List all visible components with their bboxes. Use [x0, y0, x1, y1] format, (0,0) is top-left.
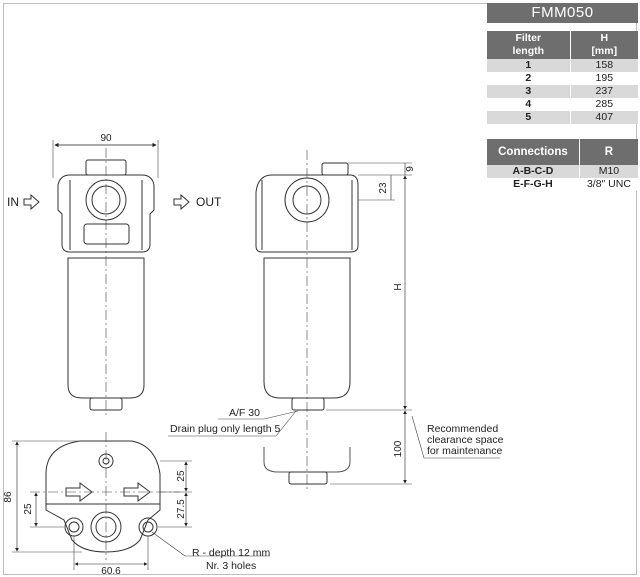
col-r: R — [579, 139, 638, 165]
top-view — [45, 440, 161, 553]
dim-25-right: 25 — [176, 470, 187, 482]
dim-25-left: 25 — [23, 503, 34, 515]
table-row: 1 158 — [487, 59, 638, 72]
table-row: 2 195 — [487, 72, 638, 85]
length-h: 285 — [570, 98, 638, 111]
length-h: 407 — [570, 111, 638, 124]
r-depth-label: R - depth 12 mm — [192, 547, 270, 559]
af-30-label: A/F 30 — [229, 407, 260, 419]
table-row: 5 407 — [487, 111, 638, 124]
model-title: FMM050 — [487, 3, 638, 23]
length-code: 4 — [487, 98, 571, 111]
out-arrow-icon — [173, 193, 190, 211]
length-h: 195 — [570, 72, 638, 85]
svg-text:90: 90 — [100, 133, 112, 144]
dim-27-5: 27.5 — [176, 499, 187, 519]
clearance-line-1: Recommended — [427, 423, 498, 435]
dim-100: 100 — [393, 440, 404, 457]
length-code: 3 — [487, 85, 571, 98]
dim-9: 9 — [405, 166, 416, 172]
connection-code: A-B-C-D — [487, 165, 580, 178]
col-filter-length: Filter length — [487, 31, 571, 59]
dim-width-90: 90 — [52, 133, 159, 178]
connections-table: Connections R A-B-C-D M10 E-F-G-H 3/8" U… — [487, 139, 638, 191]
col-h-mm: H [mm] — [570, 31, 638, 59]
col-connections: Connections — [487, 139, 580, 165]
clearance-line-3: for maintenance — [427, 445, 502, 457]
length-code: 1 — [487, 59, 571, 72]
table-row: 3 237 — [487, 85, 638, 98]
length-h: 158 — [570, 59, 638, 72]
side-view — [255, 162, 359, 485]
in-label: IN — [7, 195, 19, 209]
length-h: 237 — [570, 85, 638, 98]
filter-length-table: Filter length H [mm] 1 158 2 195 3 237 4… — [487, 31, 638, 124]
in-arrow-icon — [23, 193, 40, 211]
connection-code: E-F-G-H — [487, 178, 580, 191]
table-row: E-F-G-H 3/8" UNC — [487, 178, 638, 191]
drawing-frame — [3, 3, 637, 575]
dim-23: 23 — [378, 182, 389, 194]
dim-86: 86 — [3, 491, 14, 503]
connection-r: M10 — [579, 165, 638, 178]
clearance-line-2: clearance space — [427, 434, 504, 446]
length-code: 5 — [487, 111, 571, 124]
length-code: 2 — [487, 72, 571, 85]
dim-60-6: 60.6 — [101, 566, 121, 577]
top-view-dimensions — [12, 440, 270, 570]
out-label: OUT — [196, 195, 222, 209]
table-row: 4 285 — [487, 98, 638, 111]
connection-r: 3/8" UNC — [579, 178, 638, 191]
dim-h: H — [393, 283, 404, 290]
table-row: A-B-C-D M10 — [487, 165, 638, 178]
drain-plug-label: Drain plug only length 5 — [170, 423, 280, 435]
side-dimensions — [326, 162, 412, 485]
holes-label: Nr. 3 holes — [206, 560, 256, 572]
